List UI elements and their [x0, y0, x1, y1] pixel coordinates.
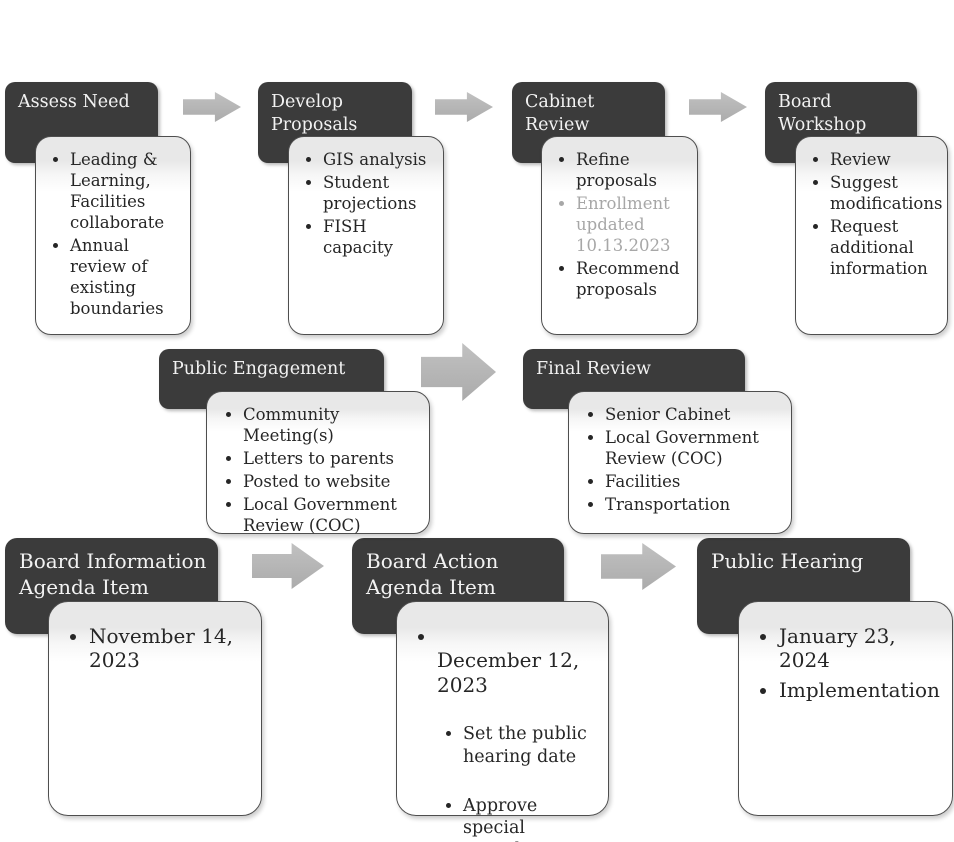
sub-bullet-item: Set the public hearing date	[463, 723, 604, 767]
step-details: Review Suggest modifications Request add…	[795, 136, 948, 335]
bullet-item: Implementation	[779, 678, 948, 702]
sub-bullet-list: Set the public hearing date Approve spec…	[437, 701, 604, 842]
step-details: January 23, 2024 Implementation	[738, 601, 953, 816]
arrow-right-icon	[183, 92, 241, 122]
bullet-item: Request additional information	[830, 217, 943, 280]
arrow-right-icon	[421, 343, 496, 401]
bullet-list: Leading & Learning, Facilities collabora…	[46, 150, 186, 320]
step-details: December 12, 2023 Set the public hearing…	[396, 601, 609, 842]
bullet-item: Senior Cabinet	[605, 405, 787, 426]
bullet-item: December 12, 2023 Set the public hearing…	[437, 624, 604, 842]
bullet-item: FISH capacity	[323, 217, 439, 259]
step-details: GIS analysis Student projections FISH ca…	[288, 136, 444, 335]
bullet-item: Local Government Review (COC)	[605, 428, 787, 470]
step-details: Community Meeting(s) Letters to parents …	[206, 391, 430, 537]
bullet-item: Community Meeting(s)	[243, 405, 425, 447]
bullet-item: Annual review of existing boundaries	[70, 236, 186, 320]
arrow-right-icon	[252, 543, 324, 589]
arrow-right-icon	[601, 543, 676, 590]
bullet-list: Community Meeting(s) Letters to parents …	[219, 405, 425, 537]
bullet-item: Transportation	[605, 495, 787, 516]
bullet-item: Review	[830, 150, 943, 171]
bullet-item-muted: Enrollment updated 10.13.2023	[576, 194, 693, 257]
bullet-item: Letters to parents	[243, 449, 425, 470]
step-details: Leading & Learning, Facilities collabora…	[35, 136, 191, 335]
bullet-item: Recommend proposals	[576, 259, 693, 301]
bullet-item: GIS analysis	[323, 150, 439, 171]
bullet-item: Student projections	[323, 173, 439, 215]
bullet-item: Suggest modifications	[830, 173, 943, 215]
bullet-item: Leading & Learning, Facilities collabora…	[70, 150, 186, 234]
bullet-list: December 12, 2023 Set the public hearing…	[409, 624, 604, 842]
bullet-text: December 12, 2023	[437, 648, 580, 697]
bullet-list: January 23, 2024 Implementation	[751, 624, 948, 702]
bullet-list: November 14, 2023	[61, 624, 257, 673]
bullet-item: Refine proposals	[576, 150, 693, 192]
bullet-item: January 23, 2024	[779, 624, 948, 673]
step-details: November 14, 2023	[48, 601, 262, 816]
bullet-item: Local Government Review (COC)	[243, 495, 425, 537]
bullet-list: Refine proposals Enrollment updated 10.1…	[552, 150, 693, 301]
sub-bullet-item: Approve special considerations	[463, 795, 604, 842]
step-details: Senior Cabinet Local Government Review (…	[568, 391, 792, 534]
bullet-item: Posted to website	[243, 472, 425, 493]
bullet-list: Senior Cabinet Local Government Review (…	[581, 405, 787, 516]
bullet-item: Facilities	[605, 472, 787, 493]
bullet-item: November 14, 2023	[89, 624, 257, 673]
arrow-right-icon	[435, 92, 493, 122]
arrow-right-icon	[689, 92, 747, 122]
step-details: Refine proposals Enrollment updated 10.1…	[541, 136, 698, 335]
step-title: Board Action Agenda Item	[352, 538, 564, 634]
bullet-list: Review Suggest modifications Request add…	[806, 150, 943, 280]
bullet-list: GIS analysis Student projections FISH ca…	[299, 150, 439, 259]
